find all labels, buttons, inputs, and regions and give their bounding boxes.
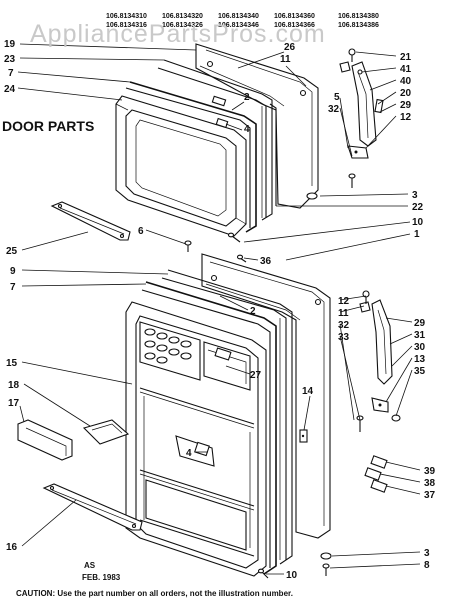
freezer-door-trim-strip	[50, 201, 131, 241]
hinge-cover	[374, 98, 384, 114]
hinge-plate	[347, 145, 369, 159]
watermark: AppliancePartsPros.com	[30, 20, 326, 48]
callout-24: 24	[4, 84, 16, 95]
callout-29: 29	[414, 318, 426, 329]
shelf-retainer-clip	[211, 95, 227, 107]
callout-13: 13	[414, 354, 426, 365]
callout-27: 27	[250, 370, 262, 381]
hinge-bracket	[351, 61, 377, 147]
callout-7: 7	[10, 282, 16, 293]
callout-12: 12	[338, 296, 350, 307]
egg-tray-area	[139, 321, 201, 381]
bumper-3	[306, 192, 318, 200]
callout-39: 39	[424, 466, 436, 477]
callout-5: 5	[334, 92, 340, 103]
callout-17: 17	[8, 398, 20, 409]
callout-15: 15	[6, 358, 18, 369]
callout-1: 1	[414, 229, 420, 240]
drawing-date: FEB. 1983	[82, 573, 121, 582]
freezer-door-frame	[163, 59, 273, 221]
callout-3: 3	[424, 548, 430, 559]
callout-21: 21	[400, 52, 412, 63]
freezer-door-assembly	[115, 43, 319, 252]
callout-20: 20	[400, 88, 412, 99]
callout-labels: 19 23 7 24 26 11 2 4 21 41 40 20 29 12 5…	[4, 39, 436, 581]
dairy-bin	[82, 419, 130, 445]
callout-30: 30	[414, 342, 426, 353]
callout-6: 6	[138, 226, 144, 237]
model-number: 106.8134316	[106, 22, 147, 29]
callout-8: 8	[424, 560, 430, 571]
model-number: 106.8134360	[274, 13, 315, 20]
fresh-food-door-trim-strip	[42, 483, 143, 531]
model-number: 106.8134366	[274, 22, 315, 29]
model-number: 106.8134386	[338, 22, 379, 29]
callout-16: 16	[6, 542, 18, 553]
freezer-door-gasket	[129, 81, 257, 233]
callout-12: 12	[400, 112, 412, 123]
callout-32: 32	[328, 104, 340, 115]
callout-35: 35	[414, 366, 426, 377]
callout-23: 23	[4, 54, 16, 65]
callout-29: 29	[400, 100, 412, 111]
callout-14: 14	[302, 386, 314, 397]
callout-32: 32	[338, 320, 350, 331]
callout-19: 19	[4, 39, 16, 50]
fresh-food-door-assembly	[125, 253, 331, 577]
model-number-list: 106.8134310 106.8134320 106.8134340 106.…	[106, 13, 379, 29]
callout-31: 31	[414, 330, 426, 341]
callout-33: 33	[338, 332, 350, 343]
model-number: 106.8134346	[218, 22, 259, 29]
lower-hinge-bracket	[371, 299, 393, 385]
model-number: 106.8134320	[162, 13, 203, 20]
caution-note: CAUTION: Use the part number on all orde…	[16, 589, 293, 598]
callout-7: 7	[8, 68, 14, 79]
callout-3: 3	[412, 190, 418, 201]
callout-10: 10	[412, 217, 424, 228]
callout-40: 40	[400, 76, 412, 87]
handle-hardware	[364, 455, 388, 493]
model-number: 106.8134310	[106, 13, 147, 20]
callout-37: 37	[424, 490, 436, 501]
freezer-door-liner	[115, 95, 247, 237]
section-title: DOOR PARTS	[2, 118, 94, 134]
model-number: 106.8134340	[218, 13, 259, 20]
callout-22: 22	[412, 202, 424, 213]
leader-lines	[17, 43, 421, 575]
fresh-food-outer-door-panel	[201, 253, 331, 539]
lower-hinge-assembly	[356, 290, 401, 432]
model-number: 106.8134326	[162, 22, 203, 29]
callout-2: 2	[244, 92, 250, 103]
callout-41: 41	[400, 64, 412, 75]
fresh-food-door-gasket	[145, 281, 277, 575]
callout-9: 9	[10, 266, 16, 277]
egg-cups	[144, 328, 192, 364]
callout-11: 11	[338, 308, 349, 319]
butter-bin	[17, 419, 73, 461]
upper-hinge-assembly	[339, 48, 384, 188]
callout-36: 36	[260, 256, 272, 267]
callout-4: 4	[244, 124, 250, 135]
callout-2: 2	[250, 306, 256, 317]
callout-18: 18	[8, 380, 20, 391]
callout-4: 4	[186, 448, 192, 459]
callout-10: 10	[286, 570, 298, 581]
callout-26: 26	[284, 42, 296, 53]
fresh-food-door-frame	[167, 269, 293, 565]
callout-11: 11	[280, 54, 291, 65]
callout-38: 38	[424, 478, 436, 489]
drawing-initials: AS	[84, 561, 96, 570]
callout-25: 25	[6, 246, 18, 257]
model-number: 106.8134380	[338, 13, 379, 20]
